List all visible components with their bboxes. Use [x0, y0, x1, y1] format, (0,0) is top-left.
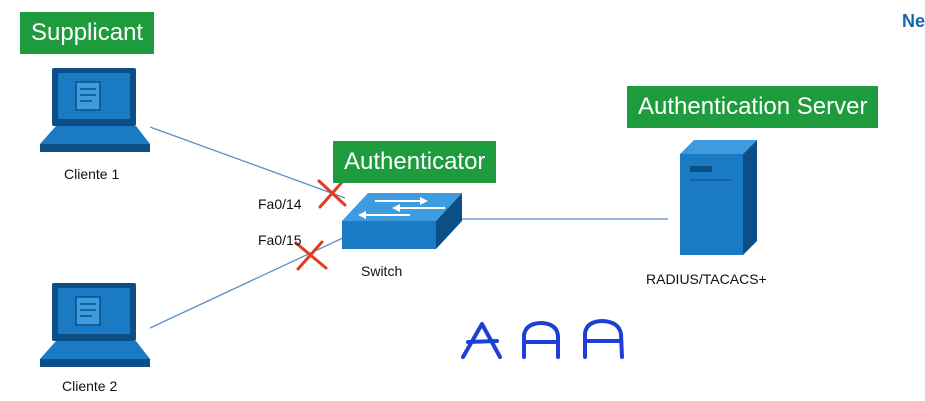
- server-icon: [680, 140, 757, 255]
- authenticator-label: Authenticator: [333, 141, 497, 183]
- port-fa015-label: Fa0/15: [258, 232, 302, 248]
- link-cliente1-switch: [149, 126, 346, 199]
- brand-logo-fragment: Ne: [901, 11, 925, 31]
- cliente2-label: Cliente 2: [62, 378, 118, 394]
- handwritten-aaa: [461, 319, 624, 359]
- switch-label: Switch: [361, 263, 403, 279]
- server-label: RADIUS/TACACS+: [646, 271, 767, 287]
- cliente1-label: Cliente 1: [64, 166, 120, 182]
- computer-icon: [40, 283, 150, 367]
- x-mark-icon: [317, 178, 347, 209]
- supplicant-label: Supplicant: [20, 12, 155, 54]
- authentication-server-label: Authentication Server: [627, 86, 879, 128]
- x-mark-icon: [294, 240, 328, 271]
- computer-icon: [40, 68, 150, 152]
- switch-icon: [342, 193, 462, 249]
- port-fa014-label: Fa0/14: [258, 196, 302, 212]
